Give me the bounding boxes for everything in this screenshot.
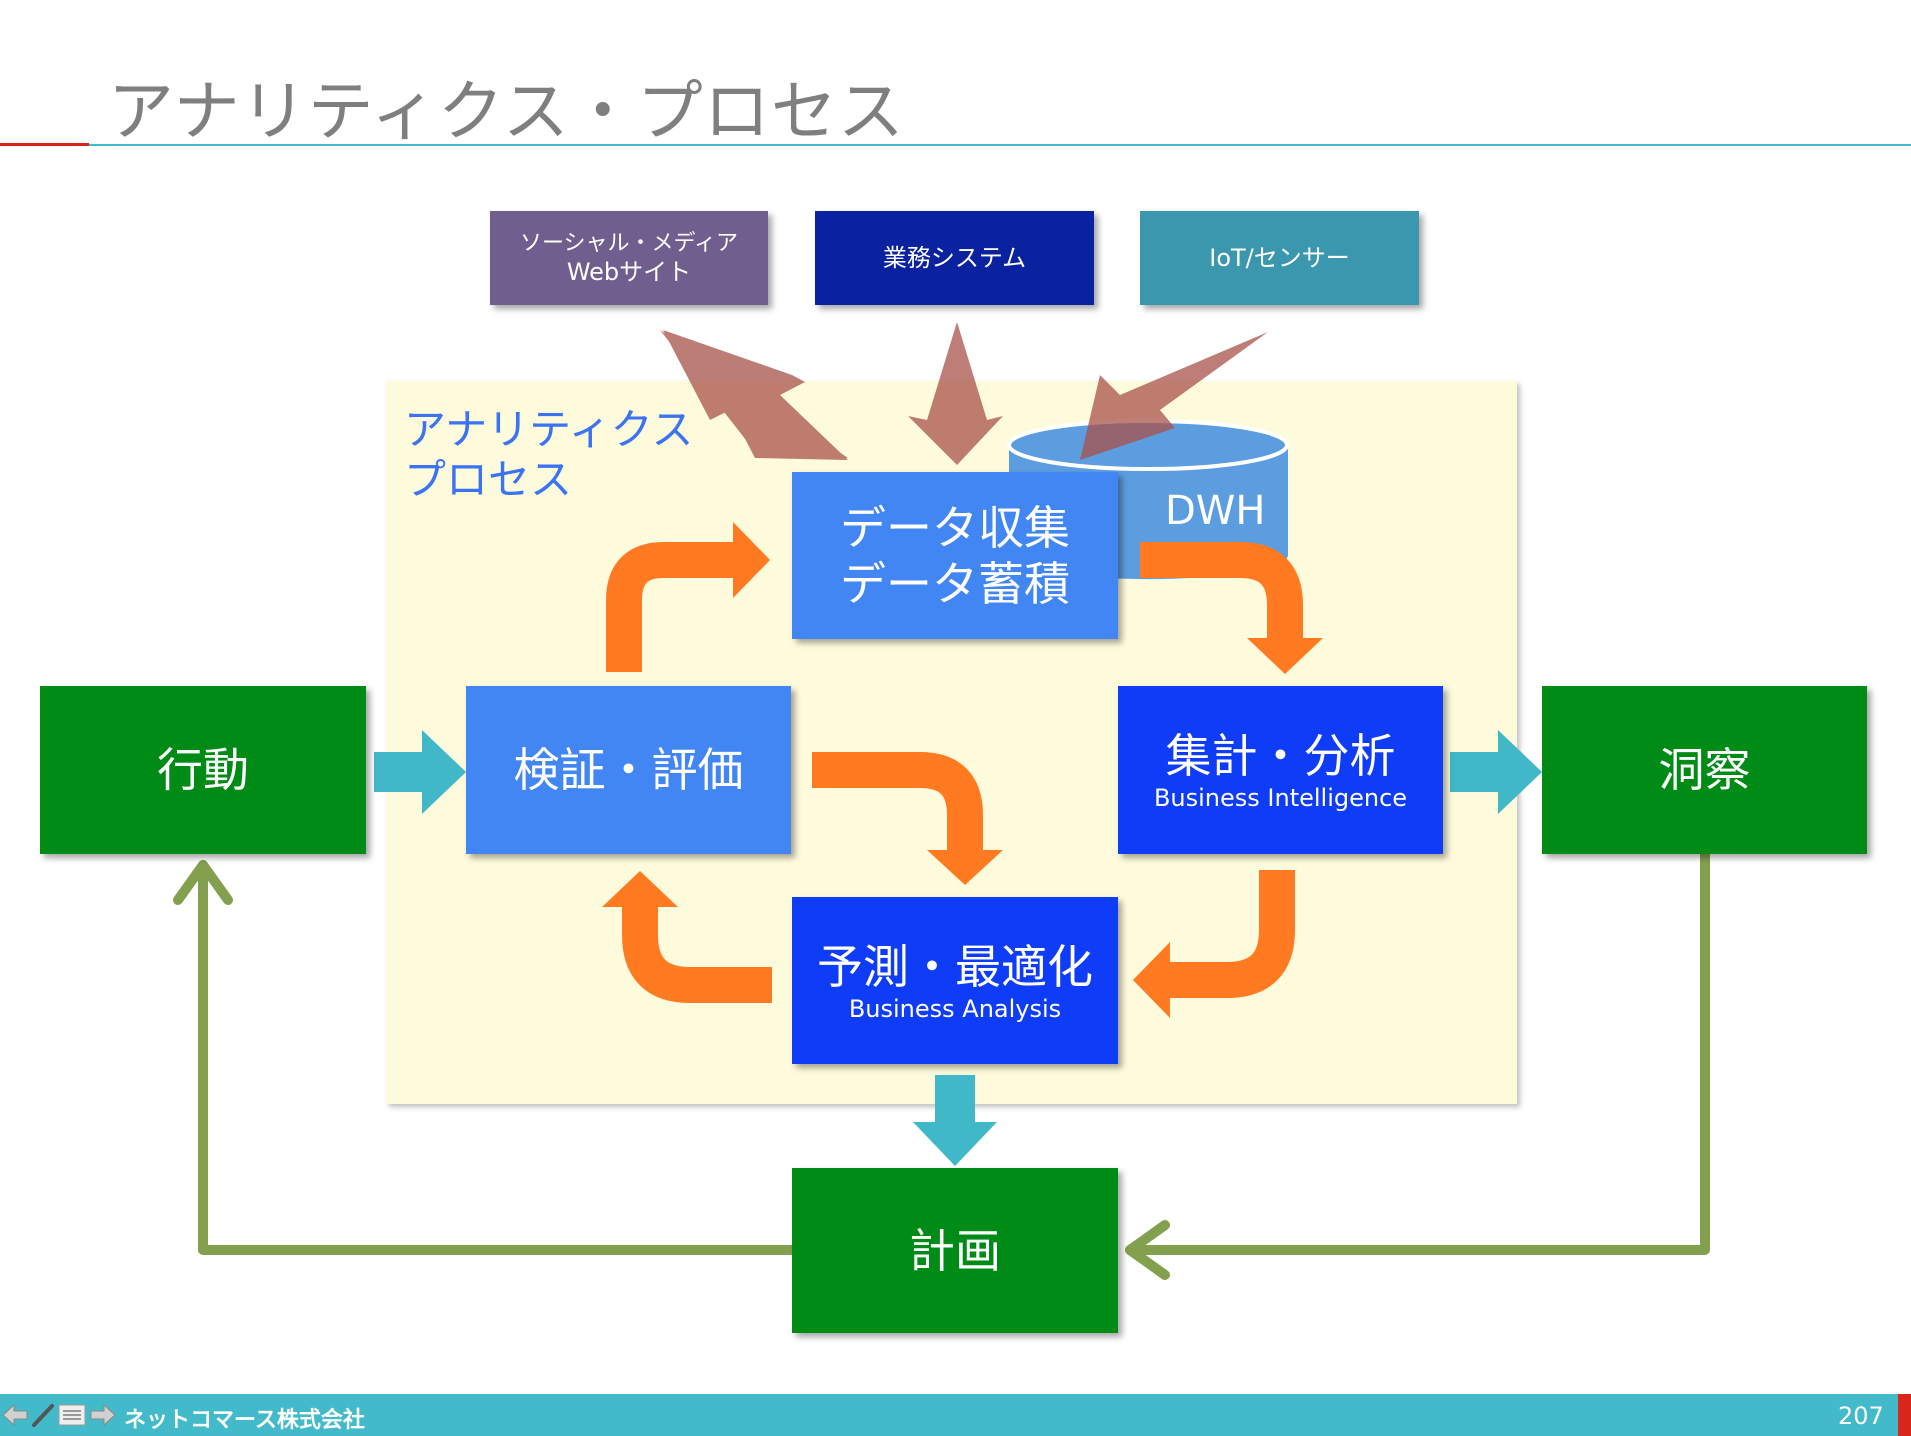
box-verify: 検証・評価 bbox=[466, 686, 791, 854]
footer-red-mark bbox=[1898, 1394, 1911, 1436]
arrow-dwh-to-aggregate bbox=[1140, 542, 1303, 645]
arrow-plan-to-action bbox=[198, 860, 797, 1255]
box-label: 検証・評価 bbox=[513, 743, 744, 797]
source-label: 業務システム bbox=[882, 244, 1027, 272]
source-label: ソーシャル・メディア bbox=[519, 231, 739, 256]
title-underline-red bbox=[0, 143, 89, 146]
process-label-line: アナリティクス bbox=[404, 405, 694, 454]
company-name: ネットコマース株式会社 bbox=[124, 1408, 365, 1433]
title-underline bbox=[89, 144, 1911, 146]
arrow-verify-to-collect bbox=[606, 542, 740, 672]
box-plan: 計画 bbox=[792, 1168, 1118, 1333]
arrow-action-to-verify bbox=[374, 730, 466, 814]
arrow-aggregate-to-predict bbox=[1170, 870, 1295, 998]
box-data-collect: データ収集 データ蓄積 bbox=[792, 472, 1118, 639]
box-label: データ収集 bbox=[840, 500, 1070, 555]
box-label: 洞察 bbox=[1658, 743, 1751, 797]
box-insight: 洞察 bbox=[1542, 686, 1867, 854]
arrow-predict-to-plan bbox=[913, 1075, 997, 1166]
footer-bar: ネットコマース株式会社 207 bbox=[0, 1394, 1911, 1436]
arrow-verify-to-predict bbox=[812, 752, 983, 855]
box-aggregate: 集計・分析 Business Intelligence bbox=[1118, 686, 1443, 854]
box-sublabel: Business Intelligence bbox=[1153, 784, 1408, 812]
box-predict: 予測・最適化 Business Analysis bbox=[792, 897, 1118, 1064]
box-label: 予測・最適化 bbox=[817, 939, 1093, 994]
source-label: IoT/センサー bbox=[1209, 244, 1350, 272]
source-social-web: ソーシャル・メディア Webサイト bbox=[490, 211, 768, 305]
arrow-aggregate-to-insight bbox=[1450, 730, 1542, 814]
box-label: データ蓄積 bbox=[840, 556, 1070, 611]
dwh-label: DWH bbox=[1165, 488, 1266, 534]
box-label: 集計・分析 bbox=[1165, 729, 1396, 783]
arrow-predict-to-verify bbox=[622, 905, 772, 1003]
page-title: アナリティクス・プロセス bbox=[108, 73, 905, 150]
page-number: 207 bbox=[1838, 1402, 1884, 1430]
box-label: 計画 bbox=[909, 1223, 1001, 1278]
process-label-line: プロセス bbox=[404, 455, 573, 504]
menu-icon[interactable] bbox=[58, 1403, 86, 1427]
source-iot-sensor: IoT/センサー bbox=[1140, 211, 1419, 305]
box-sublabel: Business Analysis bbox=[848, 994, 1062, 1023]
box-action: 行動 bbox=[40, 686, 366, 854]
pen-icon[interactable] bbox=[30, 1403, 56, 1427]
source-business-system: 業務システム bbox=[815, 211, 1094, 305]
arrow-insight-to-plan bbox=[1125, 849, 1710, 1255]
source-label: Webサイト bbox=[566, 258, 692, 286]
box-label: 行動 bbox=[157, 743, 249, 797]
prev-slide-icon[interactable] bbox=[2, 1403, 28, 1427]
source-inflow-arrows bbox=[660, 322, 1268, 465]
next-slide-icon[interactable] bbox=[90, 1403, 116, 1427]
process-label: アナリティクス プロセス bbox=[404, 405, 693, 505]
